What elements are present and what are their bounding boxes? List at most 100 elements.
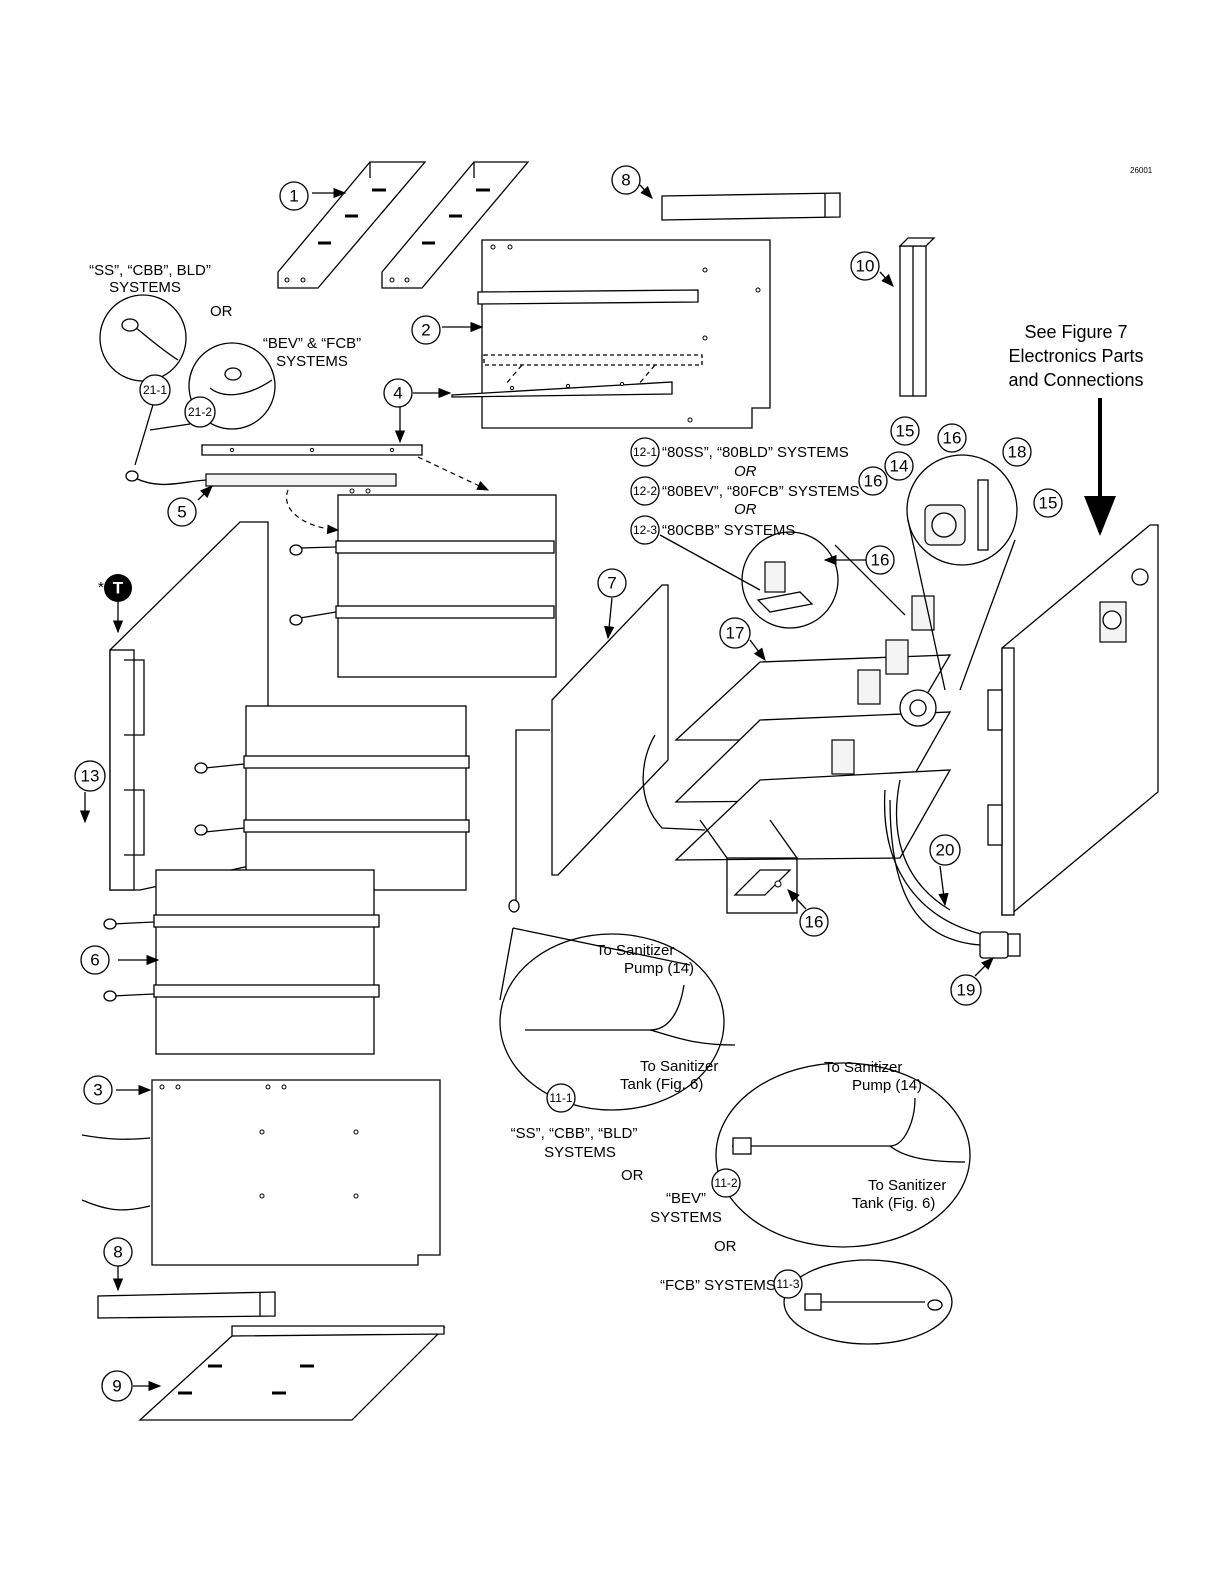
part-10-channel <box>898 237 936 397</box>
leader-arrows <box>79 184 994 1392</box>
callout-12-1: 12-1 <box>630 437 660 467</box>
svg-text:2: 2 <box>421 321 430 340</box>
callout-7: 7 <box>597 568 627 598</box>
svg-text:10: 10 <box>856 257 875 276</box>
svg-text:3: 3 <box>93 1081 102 1100</box>
leader-21-2 <box>149 423 191 431</box>
part-21-1-detail-circle <box>99 294 187 382</box>
callout-21-1: 21-1 <box>139 374 171 406</box>
svg-text:19: 19 <box>957 981 976 1000</box>
svg-text:16: 16 <box>943 429 962 448</box>
callout-4: 4 <box>383 378 413 408</box>
svg-text:16: 16 <box>864 472 883 491</box>
label-sys-11-2: “BEV” <box>666 1190 706 1207</box>
svg-text:18: 18 <box>1008 443 1027 462</box>
label-sys-11-1-systems: SYSTEMS <box>544 1144 616 1161</box>
svg-text:12-1: 12-1 <box>633 445 657 459</box>
callout-12-2: 12-2 <box>630 476 660 506</box>
svg-text:21-1: 21-1 <box>143 383 167 397</box>
svg-text:17: 17 <box>726 624 745 643</box>
callout-21-2: 21-2 <box>184 396 216 428</box>
part-11-3-hose-detail-ellipse <box>783 1259 953 1345</box>
callout-16-b: 16 <box>858 466 888 496</box>
callout-1: 1 <box>279 181 309 211</box>
part-14-pump-detail-circle <box>906 454 1018 566</box>
svg-text:12-2: 12-2 <box>633 484 657 498</box>
label-electronics-parts: Electronics Parts <box>1008 346 1143 366</box>
part-21-2-detail-circle <box>188 342 276 430</box>
callout-5: 5 <box>167 497 197 527</box>
part-11-1-hose-detail-ellipse <box>499 933 736 1111</box>
callout-6: 6 <box>80 945 110 975</box>
svg-text:T: T <box>113 579 124 598</box>
svg-text:12-3: 12-3 <box>633 523 657 537</box>
callout-20: 20 <box>929 834 961 866</box>
label-sys-12-3: “80CBB” SYSTEMS <box>662 522 795 539</box>
drawer-module-middle <box>194 705 470 891</box>
svg-text:11-2: 11-2 <box>714 1176 737 1190</box>
part-16-detail-box <box>726 857 798 914</box>
callout-13: 13 <box>74 760 106 792</box>
label-sys-12-1: “80SS”, “80BLD” SYSTEMS <box>662 444 849 461</box>
side-panel-right <box>987 524 1159 916</box>
label-or-12a: OR <box>734 463 757 480</box>
side-panel-left <box>109 521 269 891</box>
label-ss-cbb-bld: “SS”, “CBB”, BLD” <box>89 262 211 279</box>
callout-18: 18 <box>1002 437 1032 467</box>
part-4-rail <box>451 381 673 398</box>
svg-text:21-2: 21-2 <box>188 405 212 419</box>
label-hose1-tank-2: Tank (Fig. 6) <box>620 1076 703 1093</box>
label-or-top: OR <box>210 303 233 320</box>
callout-14: 14 <box>884 451 914 481</box>
part-11-2-hose-detail-ellipse <box>715 1062 971 1248</box>
callout-11-2: 11-2 <box>711 1168 741 1198</box>
callout-10: 10 <box>850 251 880 281</box>
leader-21-1 <box>134 397 156 466</box>
callout-17: 17 <box>719 617 751 649</box>
drawer-module-top <box>289 488 557 678</box>
svg-text:16: 16 <box>805 913 824 932</box>
part-3-bottom-panel <box>81 1079 441 1266</box>
label-hose2-pump-2: Pump (14) <box>852 1077 922 1094</box>
svg-text:8: 8 <box>113 1243 122 1262</box>
svg-text:4: 4 <box>393 384 402 403</box>
callout-15-b: 15 <box>1033 488 1063 518</box>
label-and-connections: and Connections <box>1008 370 1143 390</box>
callout-19: 19 <box>950 974 982 1006</box>
leader-16-box-b <box>769 819 798 859</box>
part-5-hose-bar <box>125 444 423 487</box>
label-or-11a: OR <box>621 1167 644 1184</box>
dashed-arrow-4 <box>417 456 490 491</box>
svg-text:11-3: 11-3 <box>776 1277 799 1291</box>
label-bev-fcb-systems: SYSTEMS <box>276 353 348 370</box>
part-7-valve-panel <box>508 584 706 913</box>
label-or-12b: OR <box>734 501 757 518</box>
svg-text:7: 7 <box>607 574 616 593</box>
part-2-back-panel <box>477 239 771 429</box>
label-sys-11-1: “SS”, “CBB”, “BLD” <box>511 1125 638 1142</box>
callout-3: 3 <box>83 1075 113 1105</box>
part-9-base-tray <box>138 1325 446 1421</box>
part-8-spacer-bar-bottom <box>97 1291 276 1319</box>
callout-12-3: 12-3 <box>630 515 660 545</box>
callout-8-top: 8 <box>611 165 641 195</box>
svg-text:15: 15 <box>896 422 915 441</box>
label-hose2-tank-1: To Sanitizer <box>868 1177 946 1194</box>
leader-12-circle <box>834 544 906 616</box>
asterisk-mark: * <box>98 579 104 596</box>
leader-14-b <box>959 539 1016 691</box>
leader-14-a <box>907 519 946 691</box>
callout-T: T <box>104 574 132 602</box>
callout-11-1: 11-1 <box>546 1083 576 1113</box>
label-ss-cbb-bld-systems: SYSTEMS <box>109 279 181 296</box>
label-or-11b: OR <box>714 1238 737 1255</box>
label-bev-fcb: “BEV” & “FCB” <box>263 335 361 352</box>
label-hose1-tank-1: To Sanitizer <box>640 1058 718 1075</box>
svg-text:5: 5 <box>177 503 186 522</box>
callout-15-a: 15 <box>890 416 920 446</box>
label-hose1-pump-1: To Sanitizer <box>596 942 674 959</box>
svg-text:15: 15 <box>1039 494 1058 513</box>
svg-text:16: 16 <box>871 551 890 570</box>
svg-text:6: 6 <box>90 951 99 970</box>
